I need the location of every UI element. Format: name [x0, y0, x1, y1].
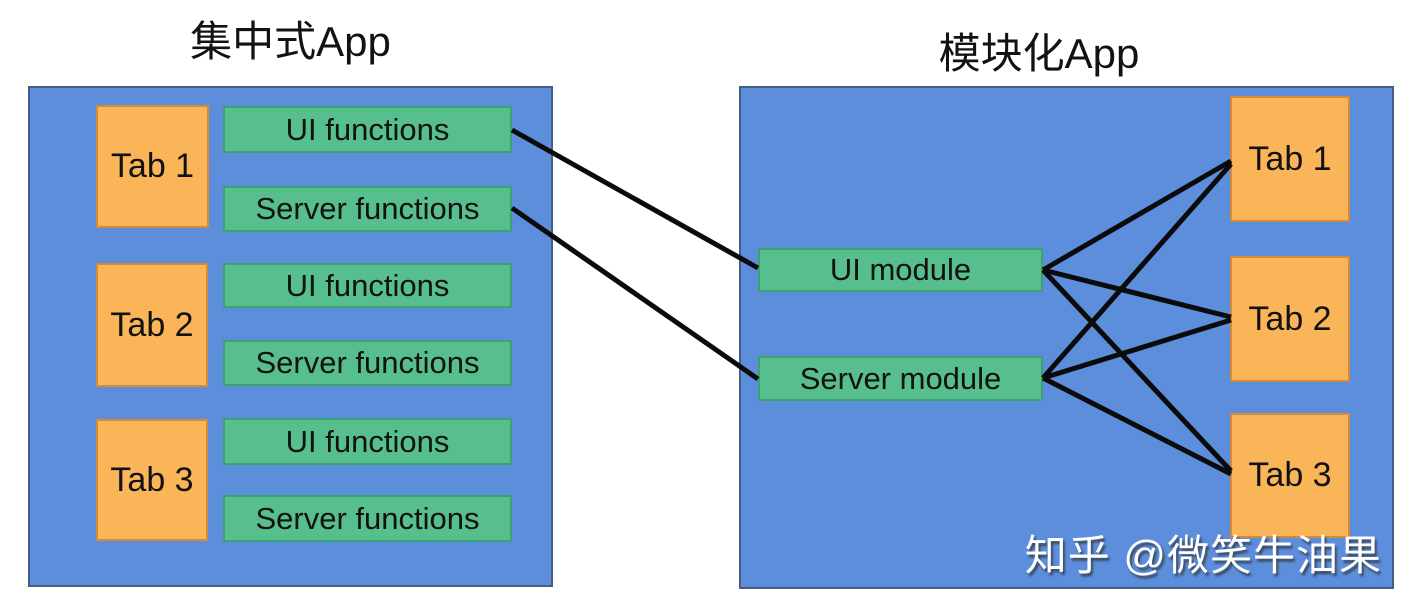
left-ui-functions-1-box: UI functions — [223, 106, 512, 153]
ui-module-box: UI module — [758, 248, 1043, 292]
watermark: 知乎 @微笑牛油果 — [1024, 532, 1382, 579]
right-tab-2-box: Tab 2 — [1230, 256, 1350, 382]
left-server-functions-3-box: Server functions — [223, 495, 512, 542]
right-tab-3-box: Tab 3 — [1230, 413, 1350, 538]
left-ui-functions-2-box: UI functions — [223, 263, 512, 308]
left-tab-1-box: Tab 1 — [96, 105, 209, 228]
left-panel-title: 集中式App — [190, 18, 391, 65]
left-ui-functions-3-box: UI functions — [223, 418, 512, 465]
server-module-box: Server module — [758, 356, 1043, 401]
left-server-functions-2-box: Server functions — [223, 340, 512, 386]
right-tab-1-box: Tab 1 — [1230, 96, 1350, 222]
right-panel-title: 模块化App — [938, 30, 1140, 77]
left-tab-2-box: Tab 2 — [96, 263, 208, 387]
left-tab-3-box: Tab 3 — [96, 419, 208, 541]
left-server-functions-1-box: Server functions — [223, 186, 512, 232]
